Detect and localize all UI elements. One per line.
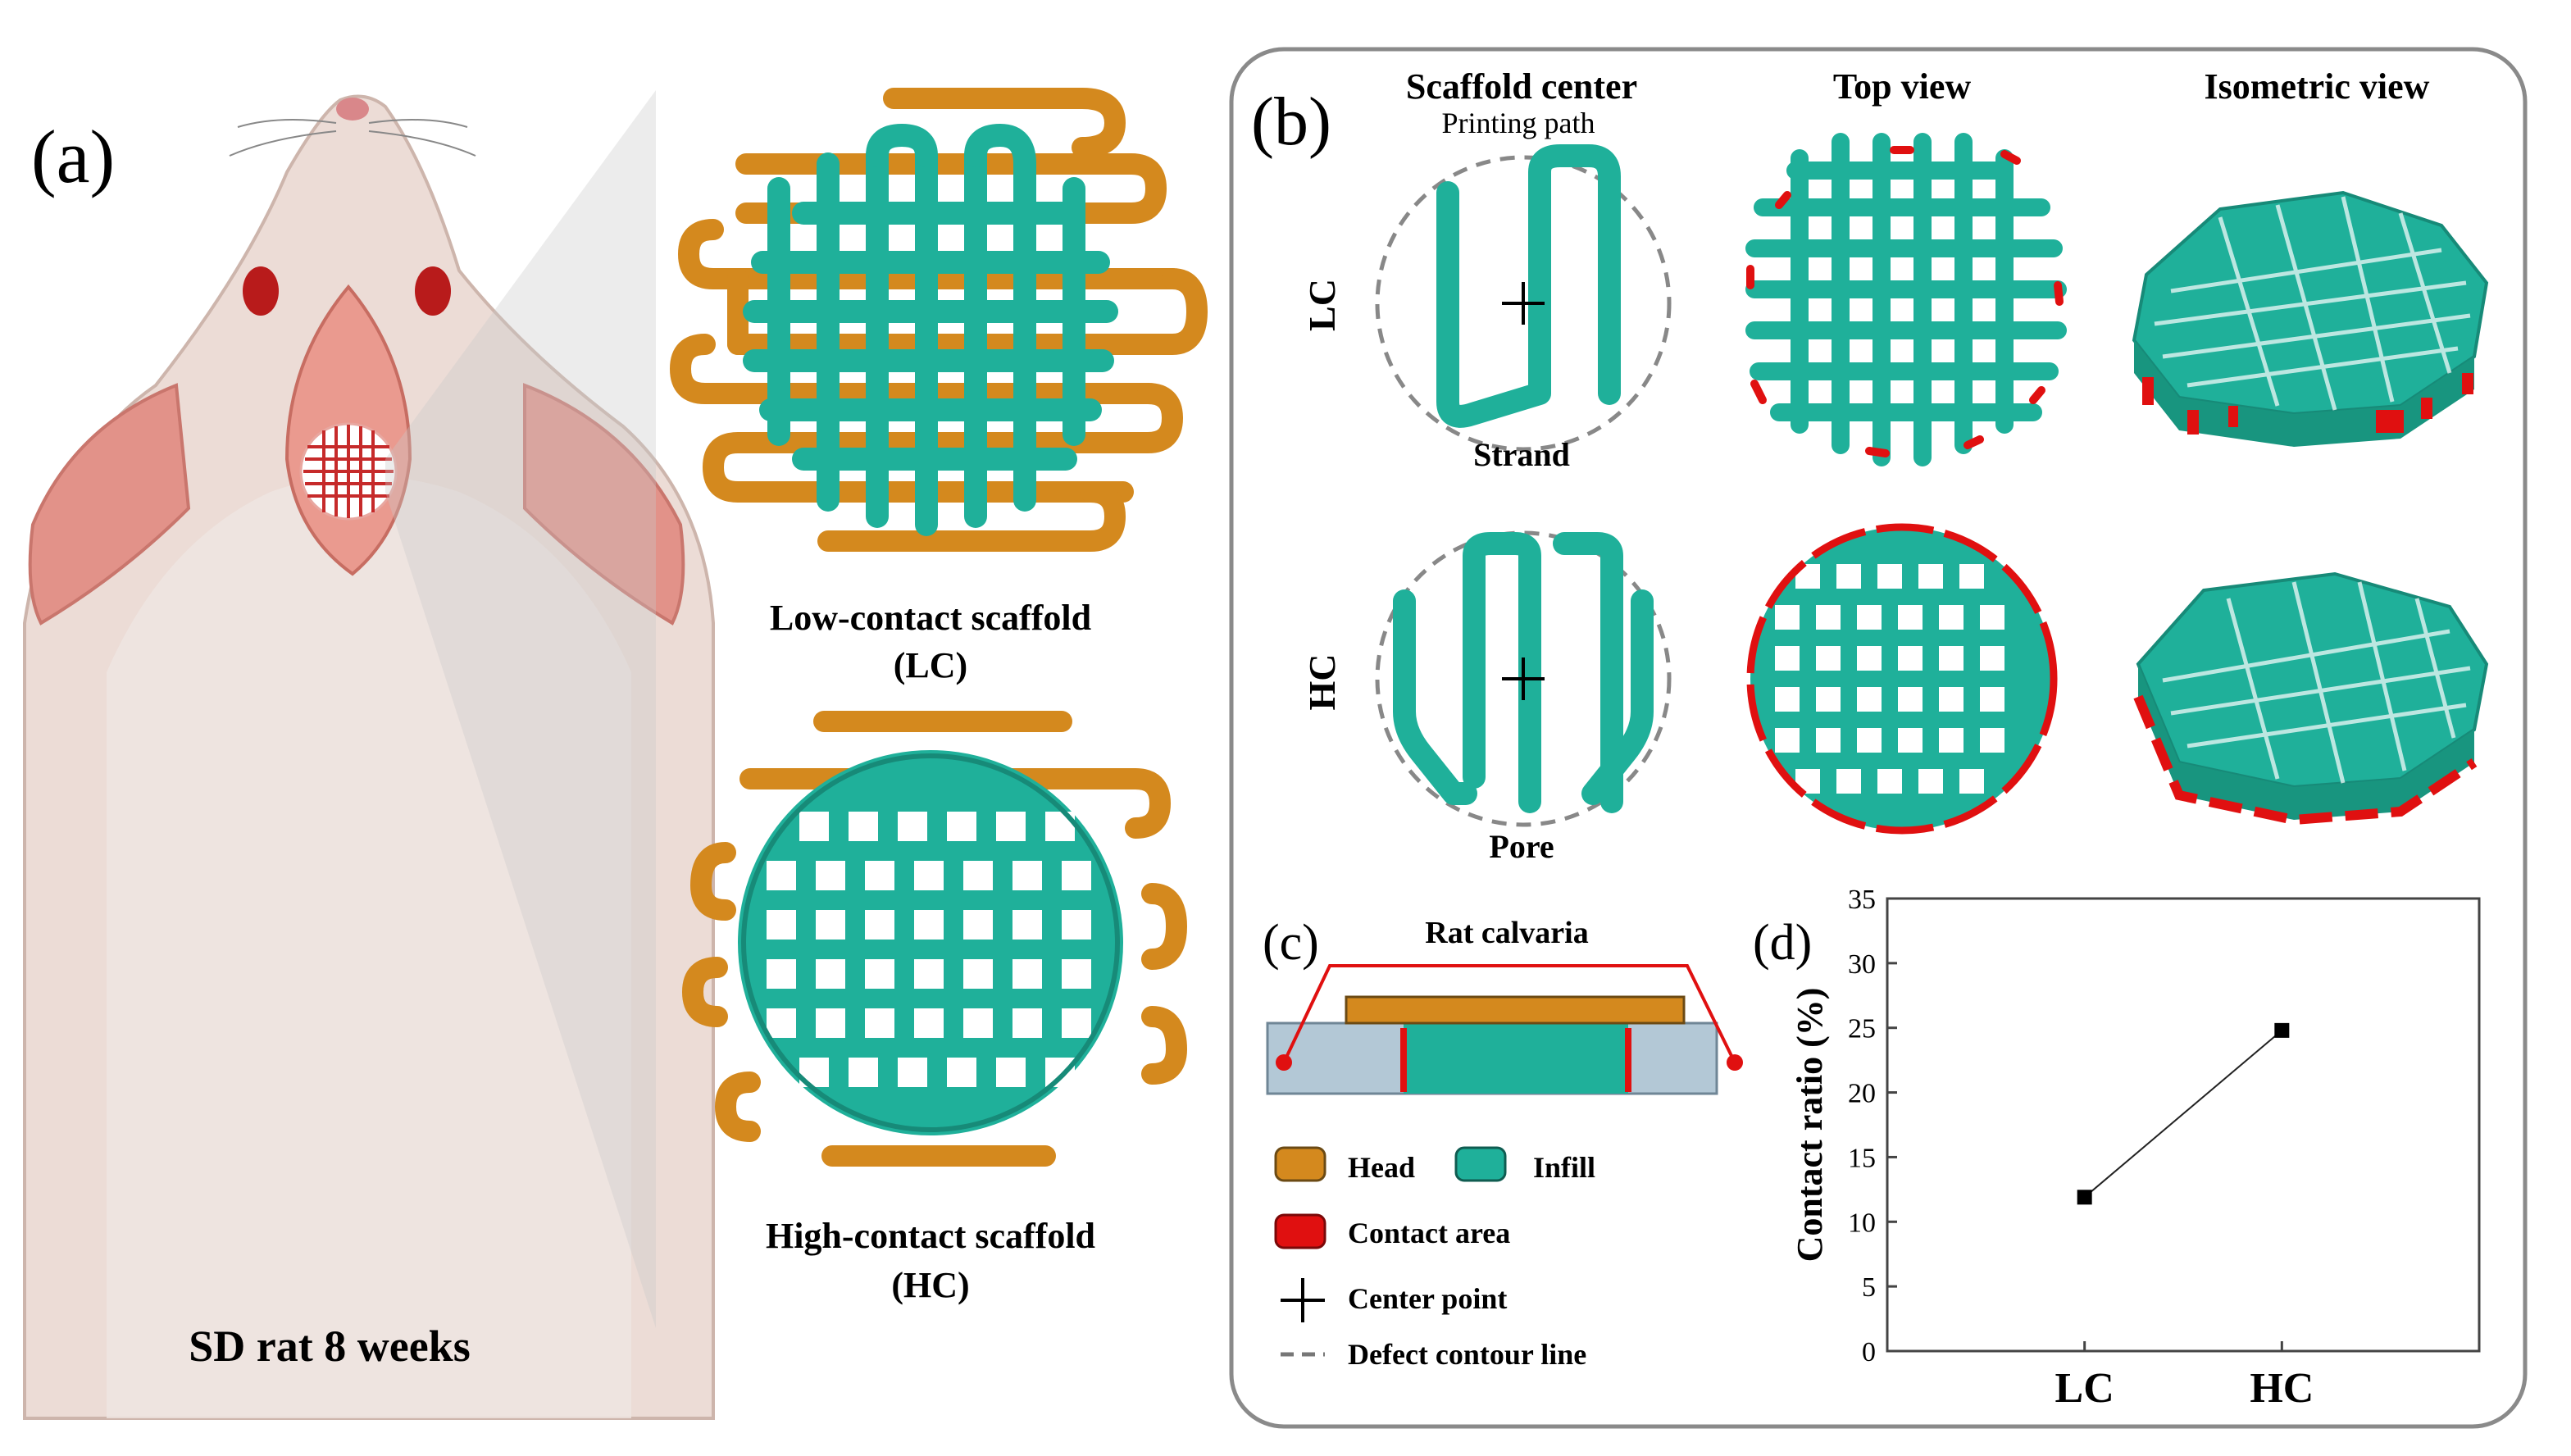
y-tick-label: 0 bbox=[1862, 1337, 1876, 1367]
head-layer bbox=[1345, 995, 1686, 1025]
y-tick-label: 5 bbox=[1862, 1272, 1876, 1303]
data-point-hc bbox=[2274, 1022, 2290, 1038]
panel-d: (d) Contact ratio (%) 0 5 10 15 20 25 30 35 LC H… bbox=[1753, 885, 2481, 1412]
lc-caption-line2: (LC) bbox=[894, 645, 967, 685]
rat-illustration bbox=[23, 90, 715, 1420]
col-header-iso: Isometric view bbox=[2205, 66, 2430, 107]
series-line bbox=[2084, 1030, 2282, 1199]
panel-a-label: (a) bbox=[31, 115, 115, 198]
legend-head-label: Head bbox=[1348, 1151, 1415, 1184]
strand-label: Strand bbox=[1473, 436, 1570, 473]
hc-printing-path bbox=[1375, 530, 1672, 827]
legend-infill-label: Infill bbox=[1533, 1151, 1595, 1184]
col-header-center-sub: Printing path bbox=[1442, 107, 1595, 139]
panel-b-label: (b) bbox=[1251, 84, 1331, 160]
hc-scaffold-illustration bbox=[682, 711, 1187, 1167]
col-header-center: Scaffold center bbox=[1406, 66, 1637, 107]
chart-y-ticks: 0 5 10 15 20 25 30 35 bbox=[1848, 885, 1897, 1367]
y-tick-label: 15 bbox=[1848, 1143, 1876, 1173]
lc-top-view bbox=[1745, 133, 2067, 466]
lc-caption-line1: Low-contact scaffold bbox=[770, 598, 1091, 638]
legend-head-swatch bbox=[1274, 1146, 1326, 1182]
legend-contact-swatch bbox=[1274, 1213, 1326, 1249]
panel-d-label: (d) bbox=[1753, 915, 1812, 971]
y-tick-label: 30 bbox=[1848, 949, 1876, 980]
row-label-lc: LC bbox=[1301, 279, 1343, 331]
defect-infill bbox=[1404, 1023, 1628, 1094]
panel-c-label: (c) bbox=[1263, 915, 1319, 971]
chart-x-tick-labels: LC HC bbox=[2055, 1341, 2314, 1412]
x-tick-label-hc: HC bbox=[2250, 1365, 2314, 1412]
panel-a: (a) bbox=[23, 88, 1208, 1420]
implanted-scaffold bbox=[299, 422, 398, 521]
lc-printing-path bbox=[1375, 144, 1672, 452]
lc-scaffold-illustration bbox=[670, 88, 1208, 552]
lc-center-point bbox=[1502, 282, 1545, 325]
panel-c: (c) Rat calvaria Head Infill Contact are… bbox=[1263, 915, 1743, 1371]
legend-infill-swatch bbox=[1454, 1146, 1507, 1182]
legend: Head Infill Contact area Center point De… bbox=[1274, 1146, 1595, 1371]
data-point-lc bbox=[2077, 1190, 2092, 1205]
y-tick-label: 35 bbox=[1848, 885, 1876, 915]
hc-caption-line2: (HC) bbox=[891, 1265, 969, 1305]
y-tick-label: 25 bbox=[1848, 1014, 1876, 1044]
row-label-hc: HC bbox=[1301, 654, 1343, 711]
col-header-top: Top view bbox=[1833, 66, 1972, 107]
pore-label: Pore bbox=[1489, 828, 1554, 865]
legend-center-icon bbox=[1281, 1278, 1325, 1322]
chart-plot-frame bbox=[1886, 897, 2481, 1353]
chart-series bbox=[2077, 1022, 2290, 1205]
legend-contact-label: Contact area bbox=[1348, 1217, 1510, 1249]
hc-isometric-view bbox=[2133, 571, 2489, 826]
hc-caption-line1: High-contact scaffold bbox=[766, 1216, 1095, 1256]
lc-isometric-view bbox=[2132, 190, 2489, 447]
legend-center-label: Center point bbox=[1348, 1282, 1507, 1315]
panel-b: (b) Scaffold center Printing path Top vi… bbox=[1251, 66, 2489, 865]
calvaria-label: Rat calvaria bbox=[1425, 916, 1588, 950]
hc-center-point bbox=[1502, 657, 1545, 700]
legend-defect-label: Defect contour line bbox=[1348, 1338, 1586, 1371]
y-axis-title: Contact ratio (%) bbox=[1790, 988, 1830, 1263]
y-tick-label: 20 bbox=[1848, 1079, 1876, 1109]
hc-top-view bbox=[1746, 523, 2058, 835]
y-tick-label: 10 bbox=[1848, 1208, 1876, 1238]
x-tick-label-lc: LC bbox=[2055, 1365, 2114, 1412]
rat-caption: SD rat 8 weeks bbox=[189, 1322, 470, 1371]
